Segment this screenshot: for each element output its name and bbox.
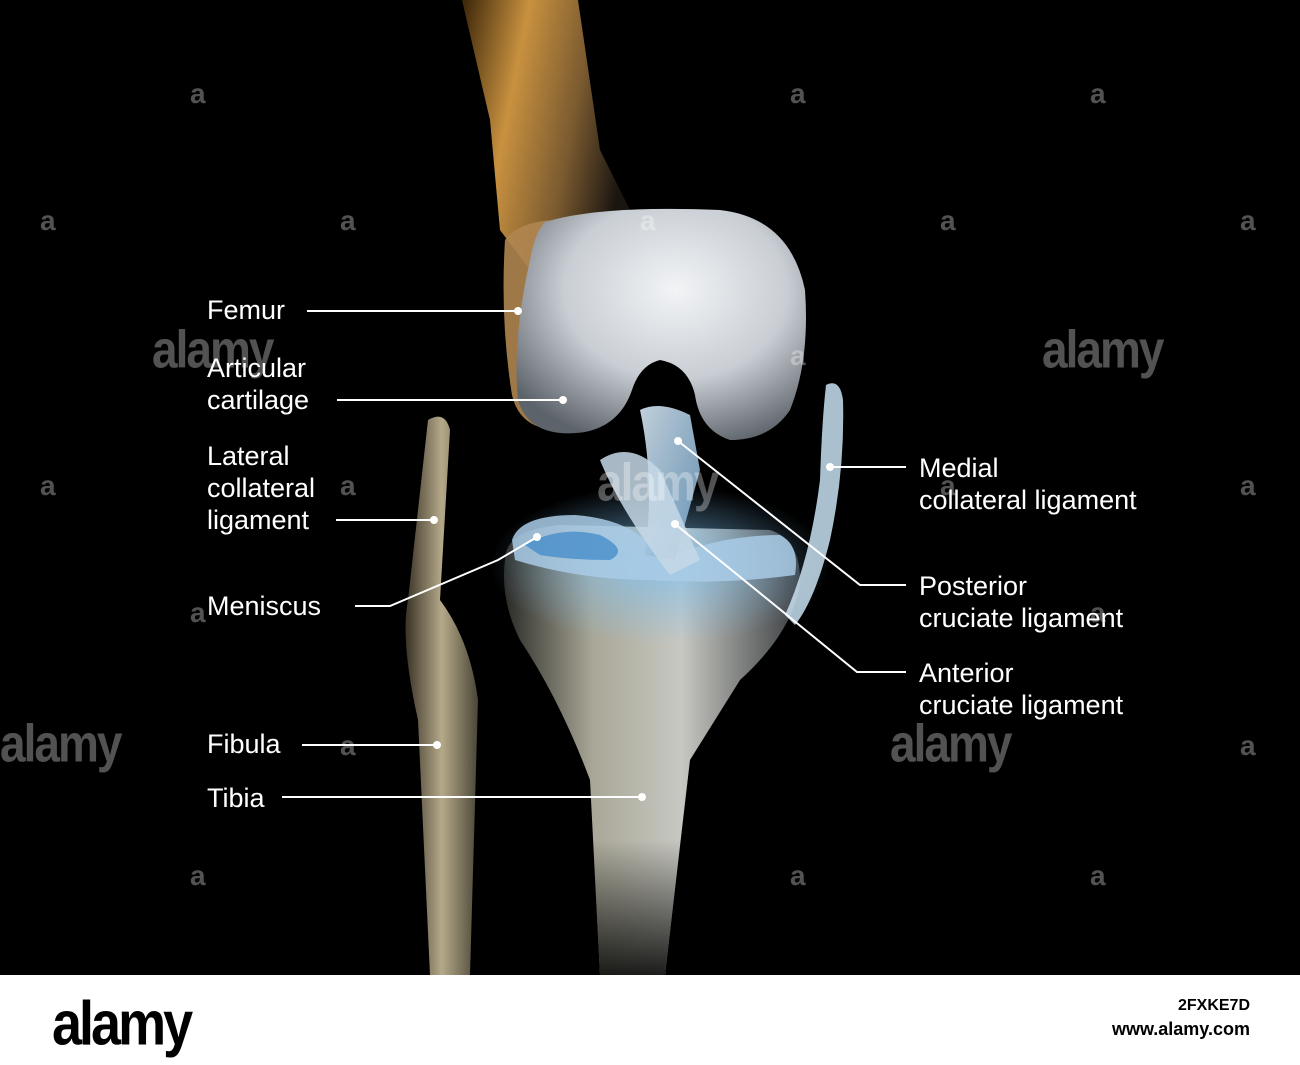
- watermark-mark: a: [340, 205, 356, 236]
- leader-anterior-cruciate-ligament: [674, 523, 906, 673]
- footer-logo: alamy: [52, 989, 193, 1059]
- watermark-mark: a: [1090, 78, 1106, 109]
- watermark-mark: a: [340, 470, 356, 501]
- femur-shaft: [462, 0, 640, 270]
- footer-url: www.alamy.com: [1111, 1019, 1250, 1039]
- watermark-mark: a: [790, 860, 806, 891]
- watermark-word: alamy: [1042, 319, 1164, 379]
- leader-meniscus: [355, 536, 538, 607]
- label-anterior-cruciate-ligament: Anterior cruciate ligament: [919, 658, 1124, 720]
- label-femur: Femur: [207, 295, 286, 325]
- footer-bar: alamy 2FXKE7D www.alamy.com: [0, 975, 1300, 1065]
- knee-illustration: a a a a a a a a alamy a alamy a a alamy …: [0, 0, 1256, 976]
- label-lateral-collateral-ligament: Lateral collateral ligament: [207, 441, 316, 535]
- fibula-bone: [405, 416, 478, 976]
- watermark-mark: a: [190, 78, 206, 109]
- watermark-mark: a: [1240, 205, 1256, 236]
- leader-endpoints: [430, 307, 834, 801]
- watermark-mark: a: [40, 205, 56, 236]
- watermark-mark: a: [40, 470, 56, 501]
- label-posterior-cruciate-ligament: Posterior cruciate ligament: [919, 571, 1124, 633]
- watermark-word: alamy: [152, 319, 274, 379]
- label-fibula: Fibula: [207, 729, 281, 759]
- label-meniscus: Meniscus: [207, 591, 322, 621]
- leader-lines: [282, 310, 906, 798]
- watermark-mark: a: [940, 470, 956, 501]
- watermark-mark: a: [790, 340, 806, 371]
- anterior-cruciate-ligament-shape: [600, 452, 700, 575]
- knee-anatomy-drawing: [282, 0, 906, 976]
- watermark-word: alamy: [0, 713, 122, 773]
- label-medial-collateral-ligament: Medial collateral ligament: [919, 453, 1137, 515]
- watermark-mark: a: [940, 205, 956, 236]
- leader-posterior-cruciate-ligament: [677, 440, 906, 586]
- watermark-mark: a: [1090, 597, 1106, 628]
- watermark-word: alamy: [890, 713, 1012, 773]
- label-tibia: Tibia: [207, 783, 265, 813]
- watermark-mark: a: [1090, 860, 1106, 891]
- watermark-mark: a: [790, 78, 806, 109]
- watermark-mark: a: [340, 730, 356, 761]
- watermark-mark: a: [1240, 730, 1256, 761]
- label-articular-cartilage: Articular cartilage: [207, 353, 310, 415]
- image-id: 2FXKE7D: [1177, 997, 1250, 1014]
- watermark-mark: a: [190, 860, 206, 891]
- watermark-mark: a: [190, 597, 206, 628]
- medial-collateral-ligament-shape: [785, 383, 844, 625]
- watermark-mark: a: [1240, 470, 1256, 501]
- watermark-mark: a: [640, 205, 656, 236]
- cartilage-shape: [516, 208, 806, 440]
- watermark-word: alamy: [597, 452, 719, 512]
